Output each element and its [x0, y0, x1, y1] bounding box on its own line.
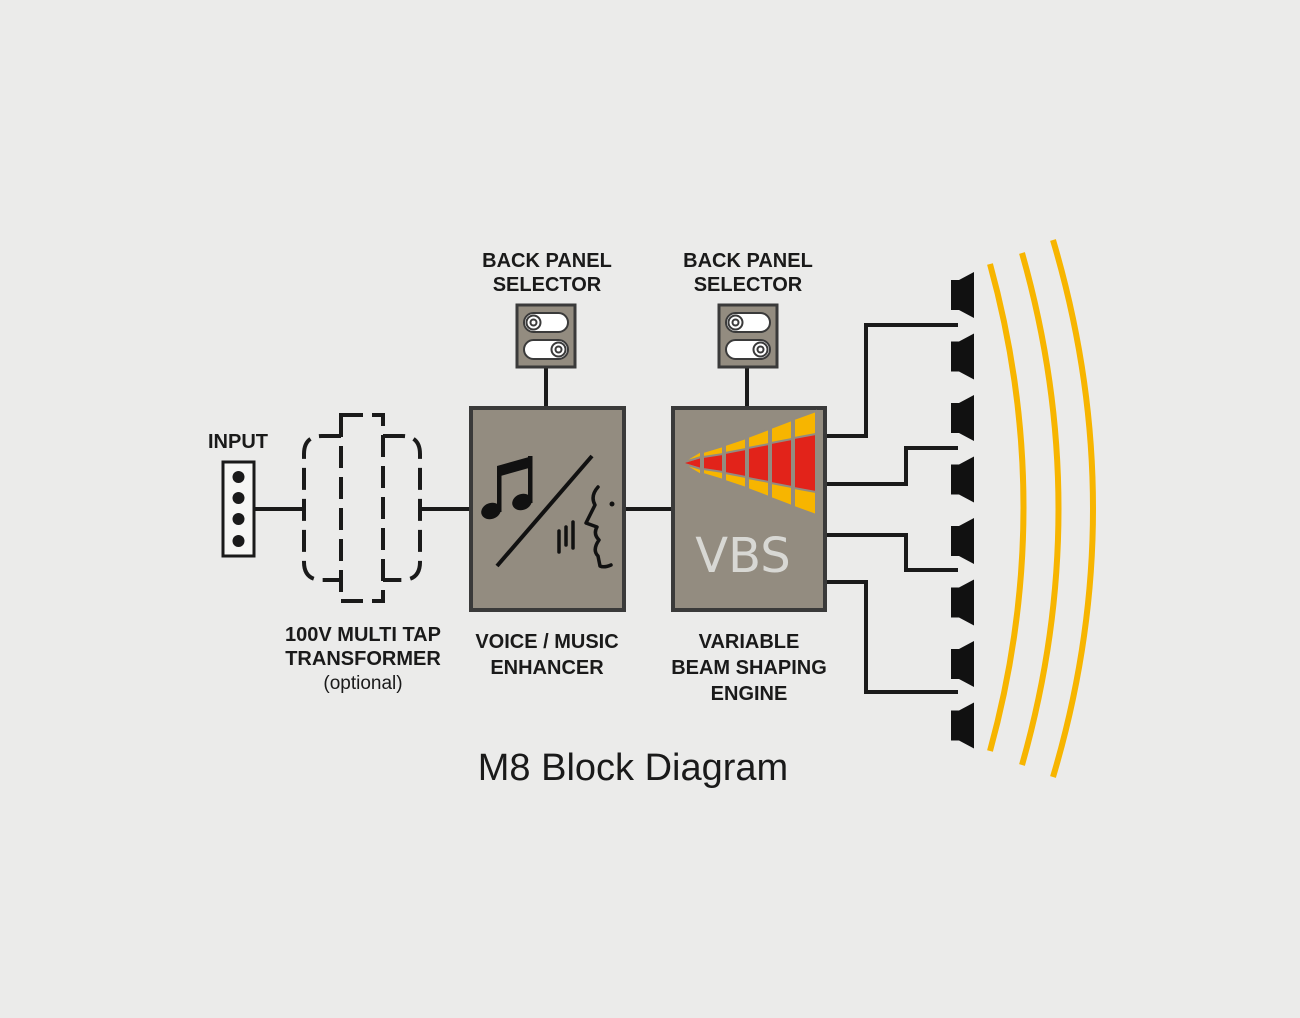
input-label: INPUT: [208, 431, 268, 453]
enhancer-label-line2: ENHANCER: [490, 657, 604, 679]
enhancer-label-line1: VOICE / MUSIC: [475, 631, 618, 653]
sound-wave-arc: [1050, 239, 1096, 778]
music-note-icon: [481, 456, 533, 520]
transformer-label-line1: 100V MULTI TAP: [285, 624, 441, 646]
speaking-face-eye: [609, 501, 615, 507]
back-panel-selector-1: BACK PANEL SELECTOR: [482, 250, 612, 369]
sound-wave-arc: [1019, 252, 1062, 766]
speaker-driver: [951, 579, 974, 626]
toggle-switch-icon: [725, 312, 771, 360]
input-connector: INPUT: [208, 431, 268, 558]
vbs-engine-block: VBS: [671, 406, 827, 612]
input-pin: [232, 492, 245, 504]
diagram-title: M8 Block Diagram: [478, 747, 788, 789]
input-pin: [232, 535, 245, 547]
speaker-driver: [951, 518, 974, 564]
speaker-driver: [951, 641, 974, 687]
input-pin: [232, 471, 245, 483]
speaking-face-icon: [557, 485, 613, 569]
transformer-caption: 100V MULTI TAP TRANSFORMER (optional): [285, 624, 441, 694]
transformer-symbol: [302, 413, 422, 603]
speaker-driver: [951, 702, 974, 749]
divider-slash: [495, 454, 594, 568]
vbs-label-line2: BEAM SHAPING: [671, 657, 827, 679]
back-panel-selector-2: BACK PANEL SELECTOR: [683, 250, 813, 369]
vbs-label-line1: VARIABLE: [699, 631, 800, 653]
input-pin: [232, 513, 245, 525]
beam-shape-icon: [677, 409, 817, 517]
sound-waves: [987, 239, 1096, 778]
signal-wires: [254, 323, 958, 694]
toggle-switch-icon: [523, 312, 569, 360]
voice-music-enhancer-block: [469, 406, 626, 612]
vbs-caption: VARIABLE BEAM SHAPING ENGINE: [671, 631, 827, 705]
selector-2-label-line1: BACK PANEL: [683, 250, 813, 272]
speaker-array: [951, 272, 974, 749]
speaker-driver: [951, 272, 974, 318]
selector-1-label-line2: SELECTOR: [493, 274, 602, 296]
sound-wave-arc: [987, 263, 1027, 752]
vbs-badge: VBS: [695, 528, 790, 584]
vbs-label-line3: ENGINE: [711, 683, 788, 705]
speaker-driver: [951, 333, 974, 380]
transformer-label-line3: (optional): [323, 673, 402, 694]
speaker-driver: [951, 456, 974, 503]
enhancer-caption: VOICE / MUSIC ENHANCER: [475, 631, 618, 679]
selector-1-label-line1: BACK PANEL: [482, 250, 612, 272]
transformer-label-line2: TRANSFORMER: [285, 648, 441, 670]
speaker-driver: [951, 395, 974, 441]
selector-2-label-line2: SELECTOR: [694, 274, 803, 296]
